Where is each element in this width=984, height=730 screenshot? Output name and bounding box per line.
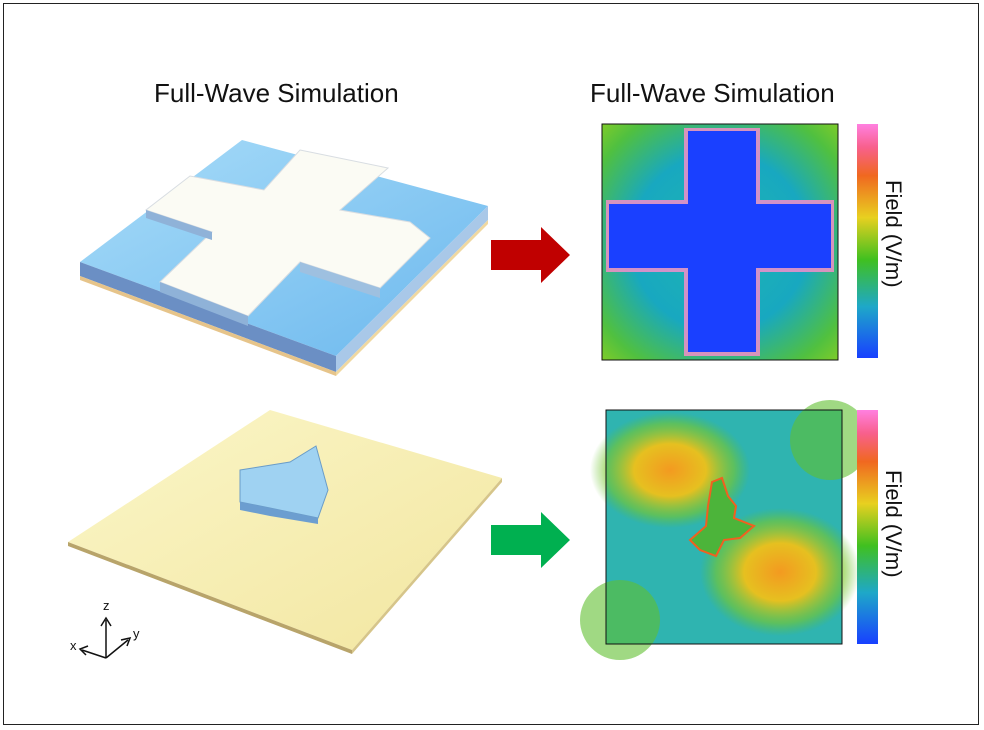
- top-field-map: [601, 123, 839, 361]
- axis-y-label: y: [133, 626, 140, 641]
- arrow-red: [491, 227, 570, 283]
- axis-x-label: x: [70, 638, 77, 653]
- title-left: Full-Wave Simulation: [154, 78, 399, 108]
- colorbar-bottom: [857, 410, 878, 644]
- arrow-green: [491, 512, 570, 568]
- bottom-field-map: [580, 400, 870, 660]
- colorbar-top: [857, 124, 878, 358]
- colorbar-bottom-label: Field (V/m): [881, 470, 906, 578]
- colorbar-top-label: Field (V/m): [881, 180, 906, 288]
- bottom-metasurface-3d: [68, 410, 502, 654]
- title-right: Full-Wave Simulation: [590, 78, 835, 108]
- figure-frame: [3, 3, 979, 725]
- top-metasurface-3d: [80, 140, 488, 376]
- axis-z-label: z: [103, 598, 110, 613]
- axis-triad: [78, 616, 132, 659]
